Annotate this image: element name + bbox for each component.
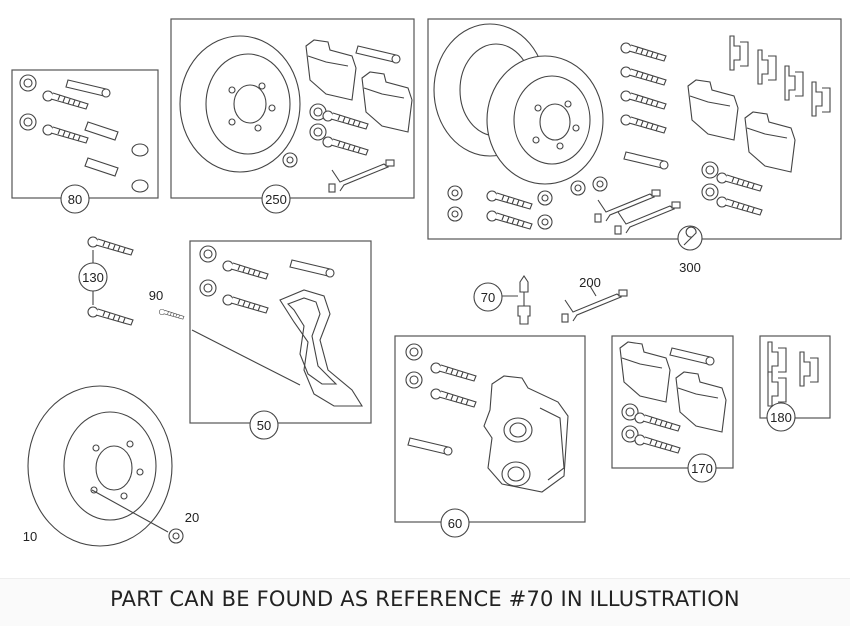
kit-180-parts (767, 341, 819, 407)
kit-170-parts (619, 341, 727, 454)
callout-10: 10 (23, 529, 37, 544)
bleeder-valve-70 (500, 275, 531, 325)
kit-50-parts (191, 245, 363, 407)
callout-80: 80 (60, 184, 90, 214)
callout-300: 300 (679, 260, 701, 275)
callout-50-label: 50 (257, 418, 271, 433)
callout-70: 70 (473, 282, 503, 312)
callout-70-label: 70 (481, 290, 495, 305)
kit-60-frame (394, 335, 586, 523)
callout-80-label: 80 (68, 192, 82, 207)
callout-10-label: 10 (23, 529, 37, 544)
callout-180-label: 180 (770, 410, 792, 425)
wrench-icon (677, 225, 703, 251)
callout-200-label: 200 (579, 275, 601, 290)
callout-170: 170 (687, 453, 717, 483)
kit-300-parts (433, 23, 831, 235)
callout-60: 60 (440, 508, 470, 538)
callout-130: 130 (78, 262, 108, 292)
reference-caption: PART CAN BE FOUND AS REFERENCE #70 IN IL… (110, 587, 740, 611)
loose-bolts (87, 236, 185, 326)
callout-130-label: 130 (82, 270, 104, 285)
kit-80-parts (19, 74, 149, 193)
brake-disc-10 (27, 385, 184, 547)
callout-20: 20 (185, 510, 199, 525)
callout-250: 250 (261, 184, 291, 214)
kit-250-frame (170, 18, 415, 199)
kit-250-parts (179, 35, 413, 193)
kit-50-frame (189, 240, 372, 424)
callout-90-label: 90 (149, 288, 163, 303)
brake-parts-diagram: 80 250 300 130 90 50 70 200 60 170 180 1… (11, 18, 842, 547)
kit-300-frame (427, 18, 842, 240)
callout-90: 90 (149, 288, 163, 303)
caption-bar (0, 578, 850, 626)
callout-200: 200 (579, 275, 601, 290)
callout-50: 50 (249, 410, 279, 440)
caliper-60-parts (405, 343, 569, 493)
wear-sensor-200 (561, 285, 628, 323)
callout-20-label: 20 (185, 510, 199, 525)
callout-180: 180 (766, 402, 796, 432)
callout-300-label: 300 (679, 260, 701, 275)
kit-170-frame (611, 335, 734, 469)
callout-60-label: 60 (448, 516, 462, 531)
callout-170-label: 170 (691, 461, 713, 476)
callout-250-label: 250 (265, 192, 287, 207)
